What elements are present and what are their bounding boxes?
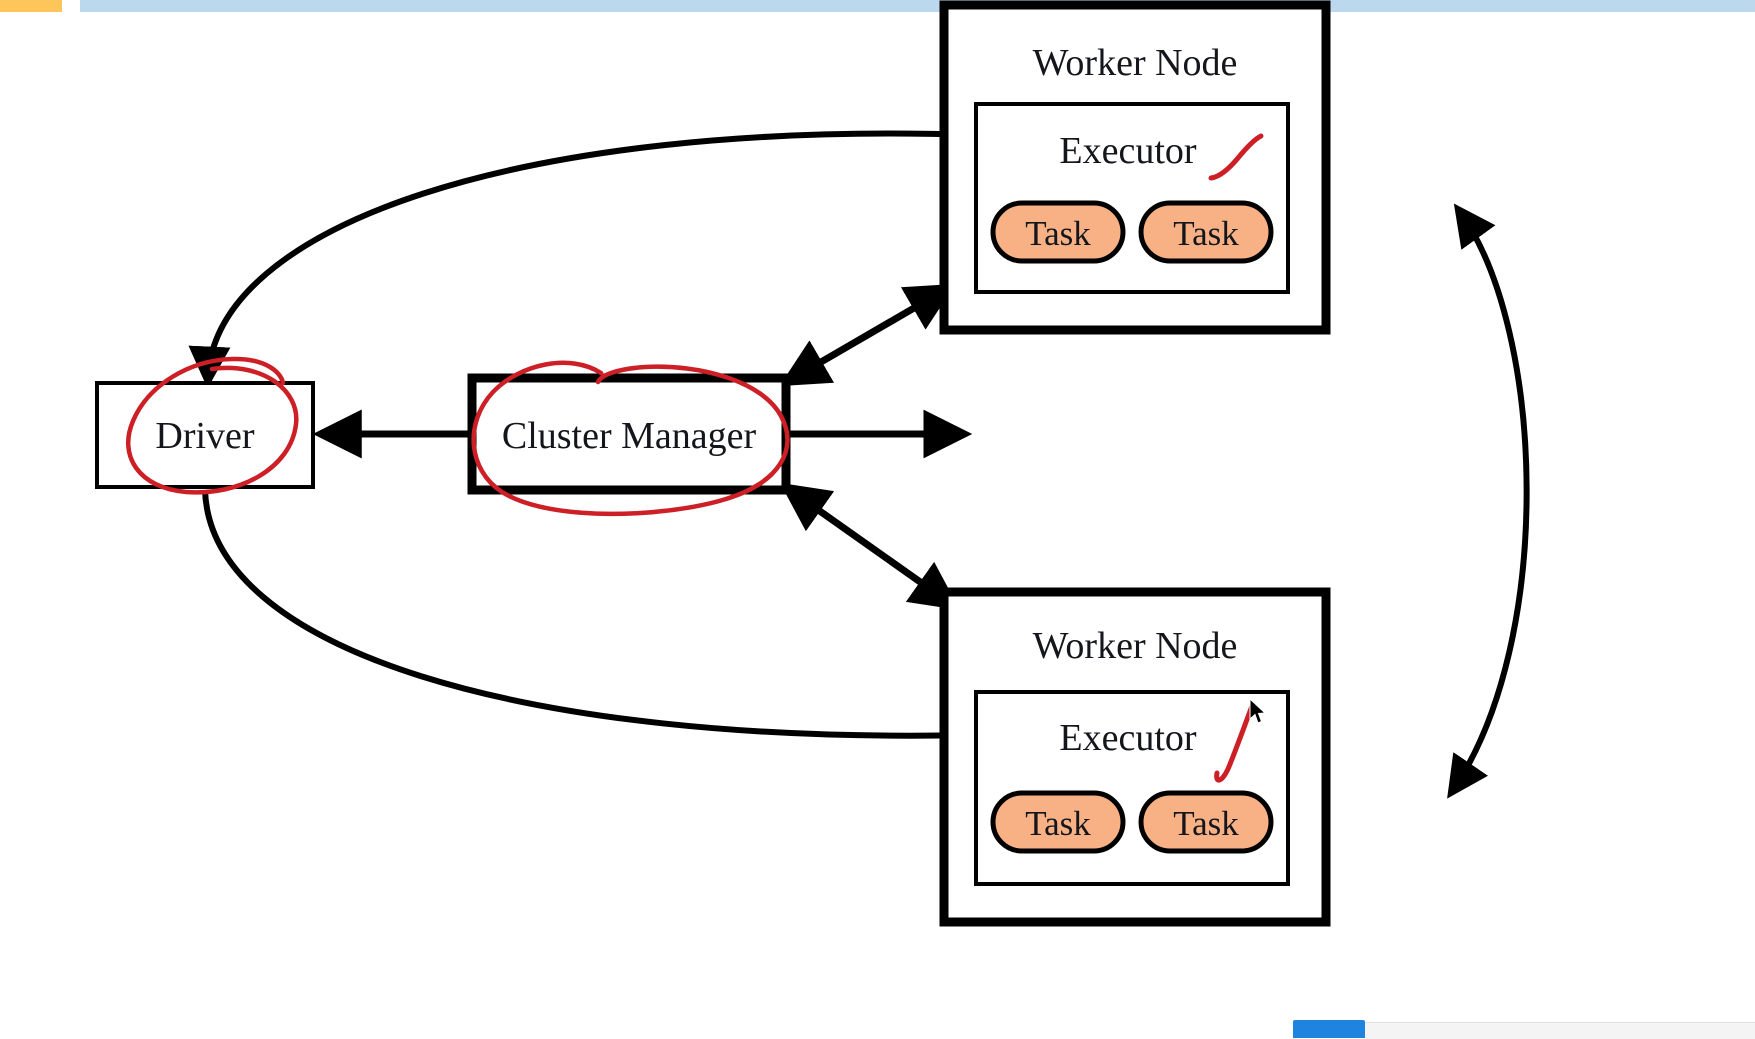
task-pill-bottom-1-shape bbox=[990, 790, 1126, 854]
task-pill-bottom-1-label: Task bbox=[1025, 804, 1091, 843]
edge-cluster-manager-worker-top bbox=[779, 283, 956, 387]
executor-top[interactable]: Executor Task Task bbox=[974, 102, 1290, 294]
task-pill-top-2-label: Task bbox=[1173, 214, 1239, 253]
red-circle-cluster-manager-icon bbox=[471, 360, 790, 517]
driver-border bbox=[95, 381, 315, 489]
task-pill-bottom-2-shape bbox=[1138, 790, 1274, 854]
driver-node[interactable]: Driver bbox=[95, 381, 315, 489]
task-pill-top-1-label: Task bbox=[1025, 214, 1091, 253]
driver-label: Driver bbox=[155, 415, 255, 457]
taskbar-active-button[interactable] bbox=[1293, 1020, 1365, 1038]
taskbar-strip bbox=[1365, 1022, 1755, 1039]
executor-top-label: Executor bbox=[1059, 130, 1197, 172]
cluster-manager-node[interactable]: Cluster Manager bbox=[467, 373, 791, 495]
task-pill-bottom-1[interactable]: Task bbox=[990, 790, 1126, 854]
task-pill-top-1-shape bbox=[990, 200, 1126, 264]
edge-cluster-manager-worker-bottom bbox=[779, 482, 961, 611]
worker-node-bottom[interactable]: Worker Node Executor Task Task bbox=[939, 587, 1331, 927]
edge-driver-to-executor-bottom bbox=[202, 489, 986, 757]
worker-node-bottom-label: Worker Node bbox=[1033, 625, 1238, 667]
worker-node-top-label: Worker Node bbox=[1033, 42, 1238, 84]
task-pill-bottom-2-label: Task bbox=[1173, 804, 1239, 843]
worker-node-top[interactable]: Worker Node Executor Task Task bbox=[939, 0, 1331, 335]
mouse-cursor-icon bbox=[1249, 699, 1267, 724]
cluster-manager-label: Cluster Manager bbox=[502, 415, 757, 457]
red-circle-driver-icon bbox=[126, 356, 299, 495]
edge-worker-bottom-to-worker-top bbox=[1447, 203, 1530, 799]
executor-bottom-label: Executor bbox=[1059, 717, 1197, 759]
cluster-manager-border bbox=[467, 373, 791, 495]
task-pill-top-1[interactable]: Task bbox=[990, 200, 1126, 264]
red-check-annotation-icon-bottom bbox=[1214, 703, 1255, 783]
edge-driver-to-executor-top bbox=[188, 130, 976, 389]
top-blue-strip bbox=[80, 0, 1755, 12]
task-pill-top-2-shape bbox=[1138, 200, 1274, 264]
task-pill-top-2[interactable]: Task bbox=[1138, 200, 1274, 264]
top-yellow-strip bbox=[0, 0, 62, 12]
red-check-annotation-icon-top bbox=[1208, 133, 1264, 181]
task-pill-bottom-2[interactable]: Task bbox=[1138, 790, 1274, 854]
executor-bottom[interactable]: Executor Task Task bbox=[974, 690, 1290, 886]
red-annotation-layer bbox=[126, 356, 790, 517]
